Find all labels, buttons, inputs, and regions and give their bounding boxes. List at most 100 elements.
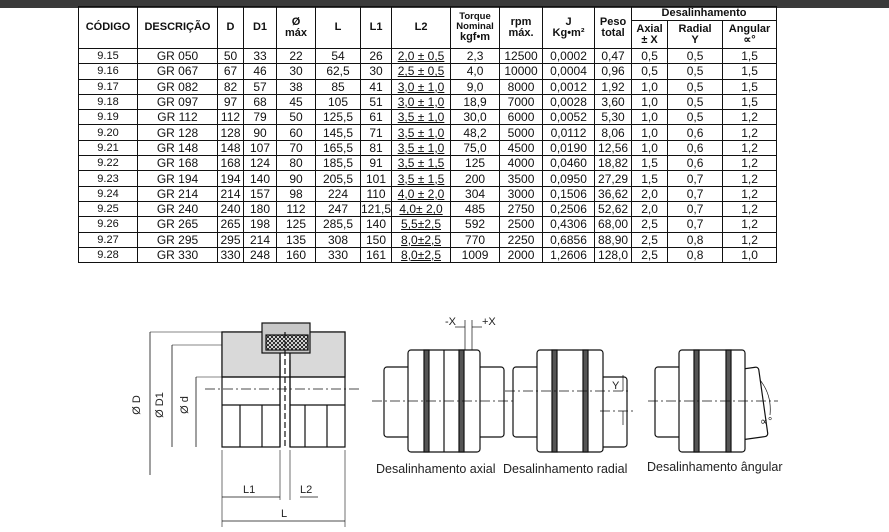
cell-radial: 0,7 — [667, 200, 724, 218]
top-bar — [0, 0, 889, 8]
technical-drawings: Ø D Ø D1 Ø d L1 L2 L -X +X Y — [131, 316, 783, 527]
cell-radial: 0,7 — [667, 216, 724, 233]
cell-description: GR 082 — [137, 78, 218, 95]
cell-description: GR 128 — [137, 124, 218, 141]
cell-angular: 1,2 — [722, 170, 778, 187]
cell-radial: 0,5 — [667, 47, 724, 65]
cell-weight: 52,62 — [594, 200, 633, 218]
cell-rpm: 3000 — [499, 185, 544, 202]
cell-axial: 0,5 — [631, 47, 669, 65]
cell-radial: 0,7 — [667, 185, 724, 202]
cell-axial: 1,5 — [631, 155, 669, 172]
cell-weight: 0,96 — [594, 63, 633, 80]
cell-description: GR 097 — [137, 93, 218, 111]
cell-weight: 128,0 — [594, 246, 633, 264]
cell-weight: 8,06 — [594, 124, 633, 141]
cell-l1: 121,5 — [359, 200, 393, 218]
cell-inertia: 1,2606 — [542, 246, 596, 264]
cell-l2: 3,5 ± 1,5 — [391, 155, 452, 172]
cell-d1: 33 — [243, 47, 277, 65]
cell-radial: 0,8 — [667, 231, 724, 248]
cell-l2: 3,0 ± 1,0 — [391, 78, 452, 95]
cell-rpm: 2750 — [499, 200, 544, 218]
header-angular: Angular∝° — [722, 20, 778, 49]
cell-bore-max: 125 — [276, 216, 316, 233]
cell-inertia: 0,0190 — [542, 139, 596, 157]
cell-torque: 304 — [450, 185, 501, 202]
cell-inertia: 0,0004 — [542, 63, 596, 80]
cell-bore-max: 70 — [276, 139, 316, 157]
cell-l2: 8,0±2,5 — [391, 231, 452, 248]
cell-torque: 48,2 — [450, 124, 501, 141]
cell-bore-max: 160 — [276, 246, 316, 264]
cell-d1: 79 — [243, 109, 277, 126]
cell-description: GR 168 — [137, 155, 218, 172]
cell-inertia: 0,2506 — [542, 200, 596, 218]
cell-inertia: 0,4306 — [542, 216, 596, 233]
cell-rpm: 4000 — [499, 155, 544, 172]
cell-axial: 1,0 — [631, 109, 669, 126]
cell-angular: 1,5 — [722, 47, 778, 65]
cell-weight: 27,29 — [594, 170, 633, 187]
cell-description: GR 295 — [137, 231, 218, 248]
cell-d: 128 — [217, 124, 244, 141]
cell-radial: 0,7 — [667, 170, 724, 187]
cell-d: 50 — [217, 47, 244, 65]
cell-angular: 1,2 — [722, 231, 778, 248]
header-misalignment: Desalinhamento — [631, 6, 778, 21]
cell-inertia: 0,0028 — [542, 93, 596, 111]
label-y: Y — [612, 380, 620, 392]
cell-l2: 4,0 ± 2,0 — [391, 185, 452, 202]
cell-code: 9.20 — [78, 124, 138, 141]
cell-axial: 1,0 — [631, 124, 669, 141]
cell-d1: 57 — [243, 78, 277, 95]
cell-rpm: 2500 — [499, 216, 544, 233]
header-d: D — [217, 6, 244, 49]
cell-torque: 200 — [450, 170, 501, 187]
cell-angular: 1,2 — [722, 200, 778, 218]
cell-inertia: 0,0950 — [542, 170, 596, 187]
cell-radial: 0,6 — [667, 139, 724, 157]
header-code: CÓDIGO — [78, 6, 138, 49]
cell-l2: 2,0 ± 0,5 — [391, 47, 452, 65]
cell-description: GR 050 — [137, 47, 218, 65]
cell-axial: 2,0 — [631, 185, 669, 202]
cell-d: 330 — [217, 246, 244, 264]
cell-bore-max: 90 — [276, 170, 316, 187]
cell-d1: 90 — [243, 124, 277, 141]
cell-l1: 30 — [359, 63, 393, 80]
header-l1: L1 — [359, 6, 393, 49]
caption-angular: Desalinhamento ângular — [647, 460, 783, 474]
cell-axial: 1,5 — [631, 170, 669, 187]
radial-misalignment-drawing — [505, 349, 635, 453]
cell-code: 9.19 — [78, 109, 138, 126]
cell-rpm: 5000 — [499, 124, 544, 141]
cell-l1: 150 — [359, 231, 393, 248]
cell-radial: 0,5 — [667, 109, 724, 126]
cell-l: 224 — [315, 185, 361, 202]
cell-l: 145,5 — [315, 124, 361, 141]
label-bore-diameter: Ø d — [179, 396, 191, 414]
cell-d: 240 — [217, 200, 244, 218]
cell-bore-max: 98 — [276, 185, 316, 202]
cell-d: 67 — [217, 63, 244, 80]
cell-radial: 0,8 — [667, 246, 724, 264]
cell-angular: 1,2 — [722, 139, 778, 157]
cell-weight: 3,60 — [594, 93, 633, 111]
cell-rpm: 4500 — [499, 139, 544, 157]
cell-l1: 71 — [359, 124, 393, 141]
cell-l2: 3,5 ± 1,0 — [391, 109, 452, 126]
cell-l: 105 — [315, 93, 361, 111]
cell-code: 9.25 — [78, 200, 138, 218]
cell-d: 112 — [217, 109, 244, 126]
cell-l2: 4,0± 2,0 — [391, 200, 452, 218]
header-description: DESCRIÇÃO — [137, 6, 218, 49]
cell-inertia: 0,0052 — [542, 109, 596, 126]
cell-d1: 140 — [243, 170, 277, 187]
